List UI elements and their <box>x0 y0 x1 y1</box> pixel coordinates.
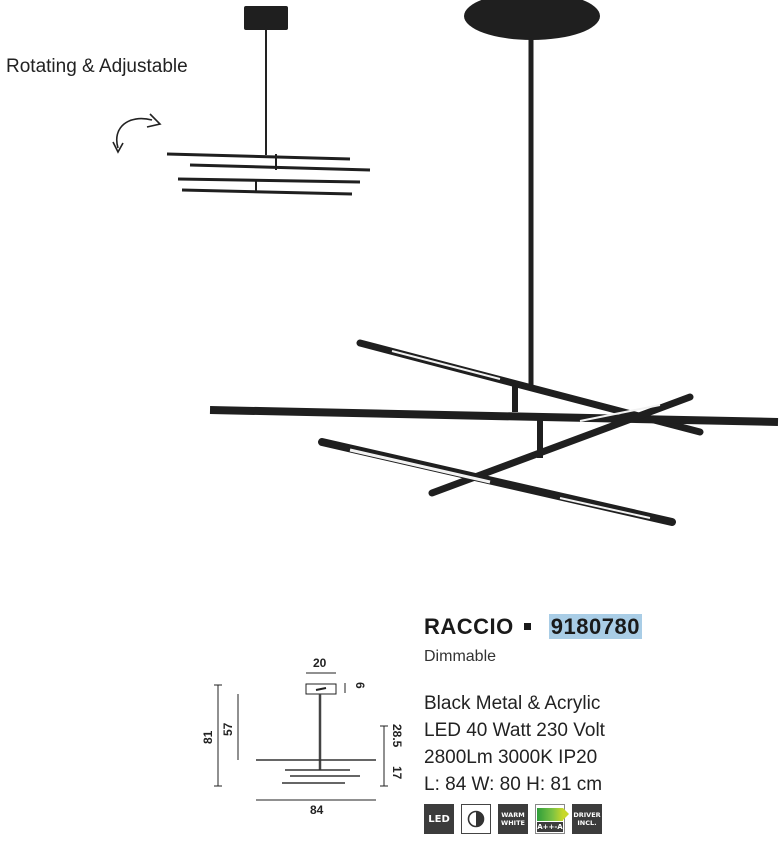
energy-bar-icon <box>537 807 569 821</box>
driver-line1: DRIVER <box>573 811 601 819</box>
spec-material: Black Metal & Acrylic <box>424 693 601 714</box>
fixture-upper-label: 28.5 <box>390 724 404 748</box>
product-code: 9180780 <box>548 614 642 639</box>
spec-power: LED 40 Watt 230 Volt <box>424 720 605 741</box>
product-subtitle: Dimmable <box>424 648 497 665</box>
led-badge: LED <box>424 804 454 834</box>
energy-class: A++-A <box>537 821 563 832</box>
energy-label-badge: A++-A <box>535 804 569 834</box>
thumbnail-lamp <box>166 6 371 196</box>
title-separator <box>523 623 531 631</box>
warm-white-badge: WARM WHITE <box>498 804 528 834</box>
rotate-arrow-icon <box>112 113 162 154</box>
feature-badges: LED WARM WHITE A++-A DRIVER INCL. <box>424 804 602 834</box>
dimension-drawing: 20 6 81 57 28.5 17 84 <box>201 656 404 817</box>
spec-dimensions: L: 84 W: 80 H: 81 cm <box>424 774 603 795</box>
canopy-width-label: 20 <box>313 656 327 670</box>
main-lamp <box>209 0 779 526</box>
rotating-caption: Rotating & Adjustable <box>6 56 188 77</box>
spec-light: 2800Lm 3000K IP20 <box>424 747 598 768</box>
fixture-lower-label: 17 <box>390 766 404 780</box>
length-label: 84 <box>310 803 324 817</box>
warm-white-line2: WHITE <box>501 819 525 827</box>
total-height-label: 81 <box>201 730 215 744</box>
product-specs: Black Metal & Acrylic LED 40 Watt 230 Vo… <box>424 690 605 798</box>
dimmable-icon <box>461 804 491 834</box>
warm-white-line1: WARM <box>501 811 525 819</box>
product-title: RACCIO 9180780 <box>424 614 642 640</box>
driver-line2: INCL. <box>577 819 597 827</box>
canopy-height-label: 6 <box>353 682 367 689</box>
driver-included-badge: DRIVER INCL. <box>572 804 602 834</box>
product-name: RACCIO <box>424 614 514 639</box>
rod-height-label: 57 <box>221 722 235 736</box>
